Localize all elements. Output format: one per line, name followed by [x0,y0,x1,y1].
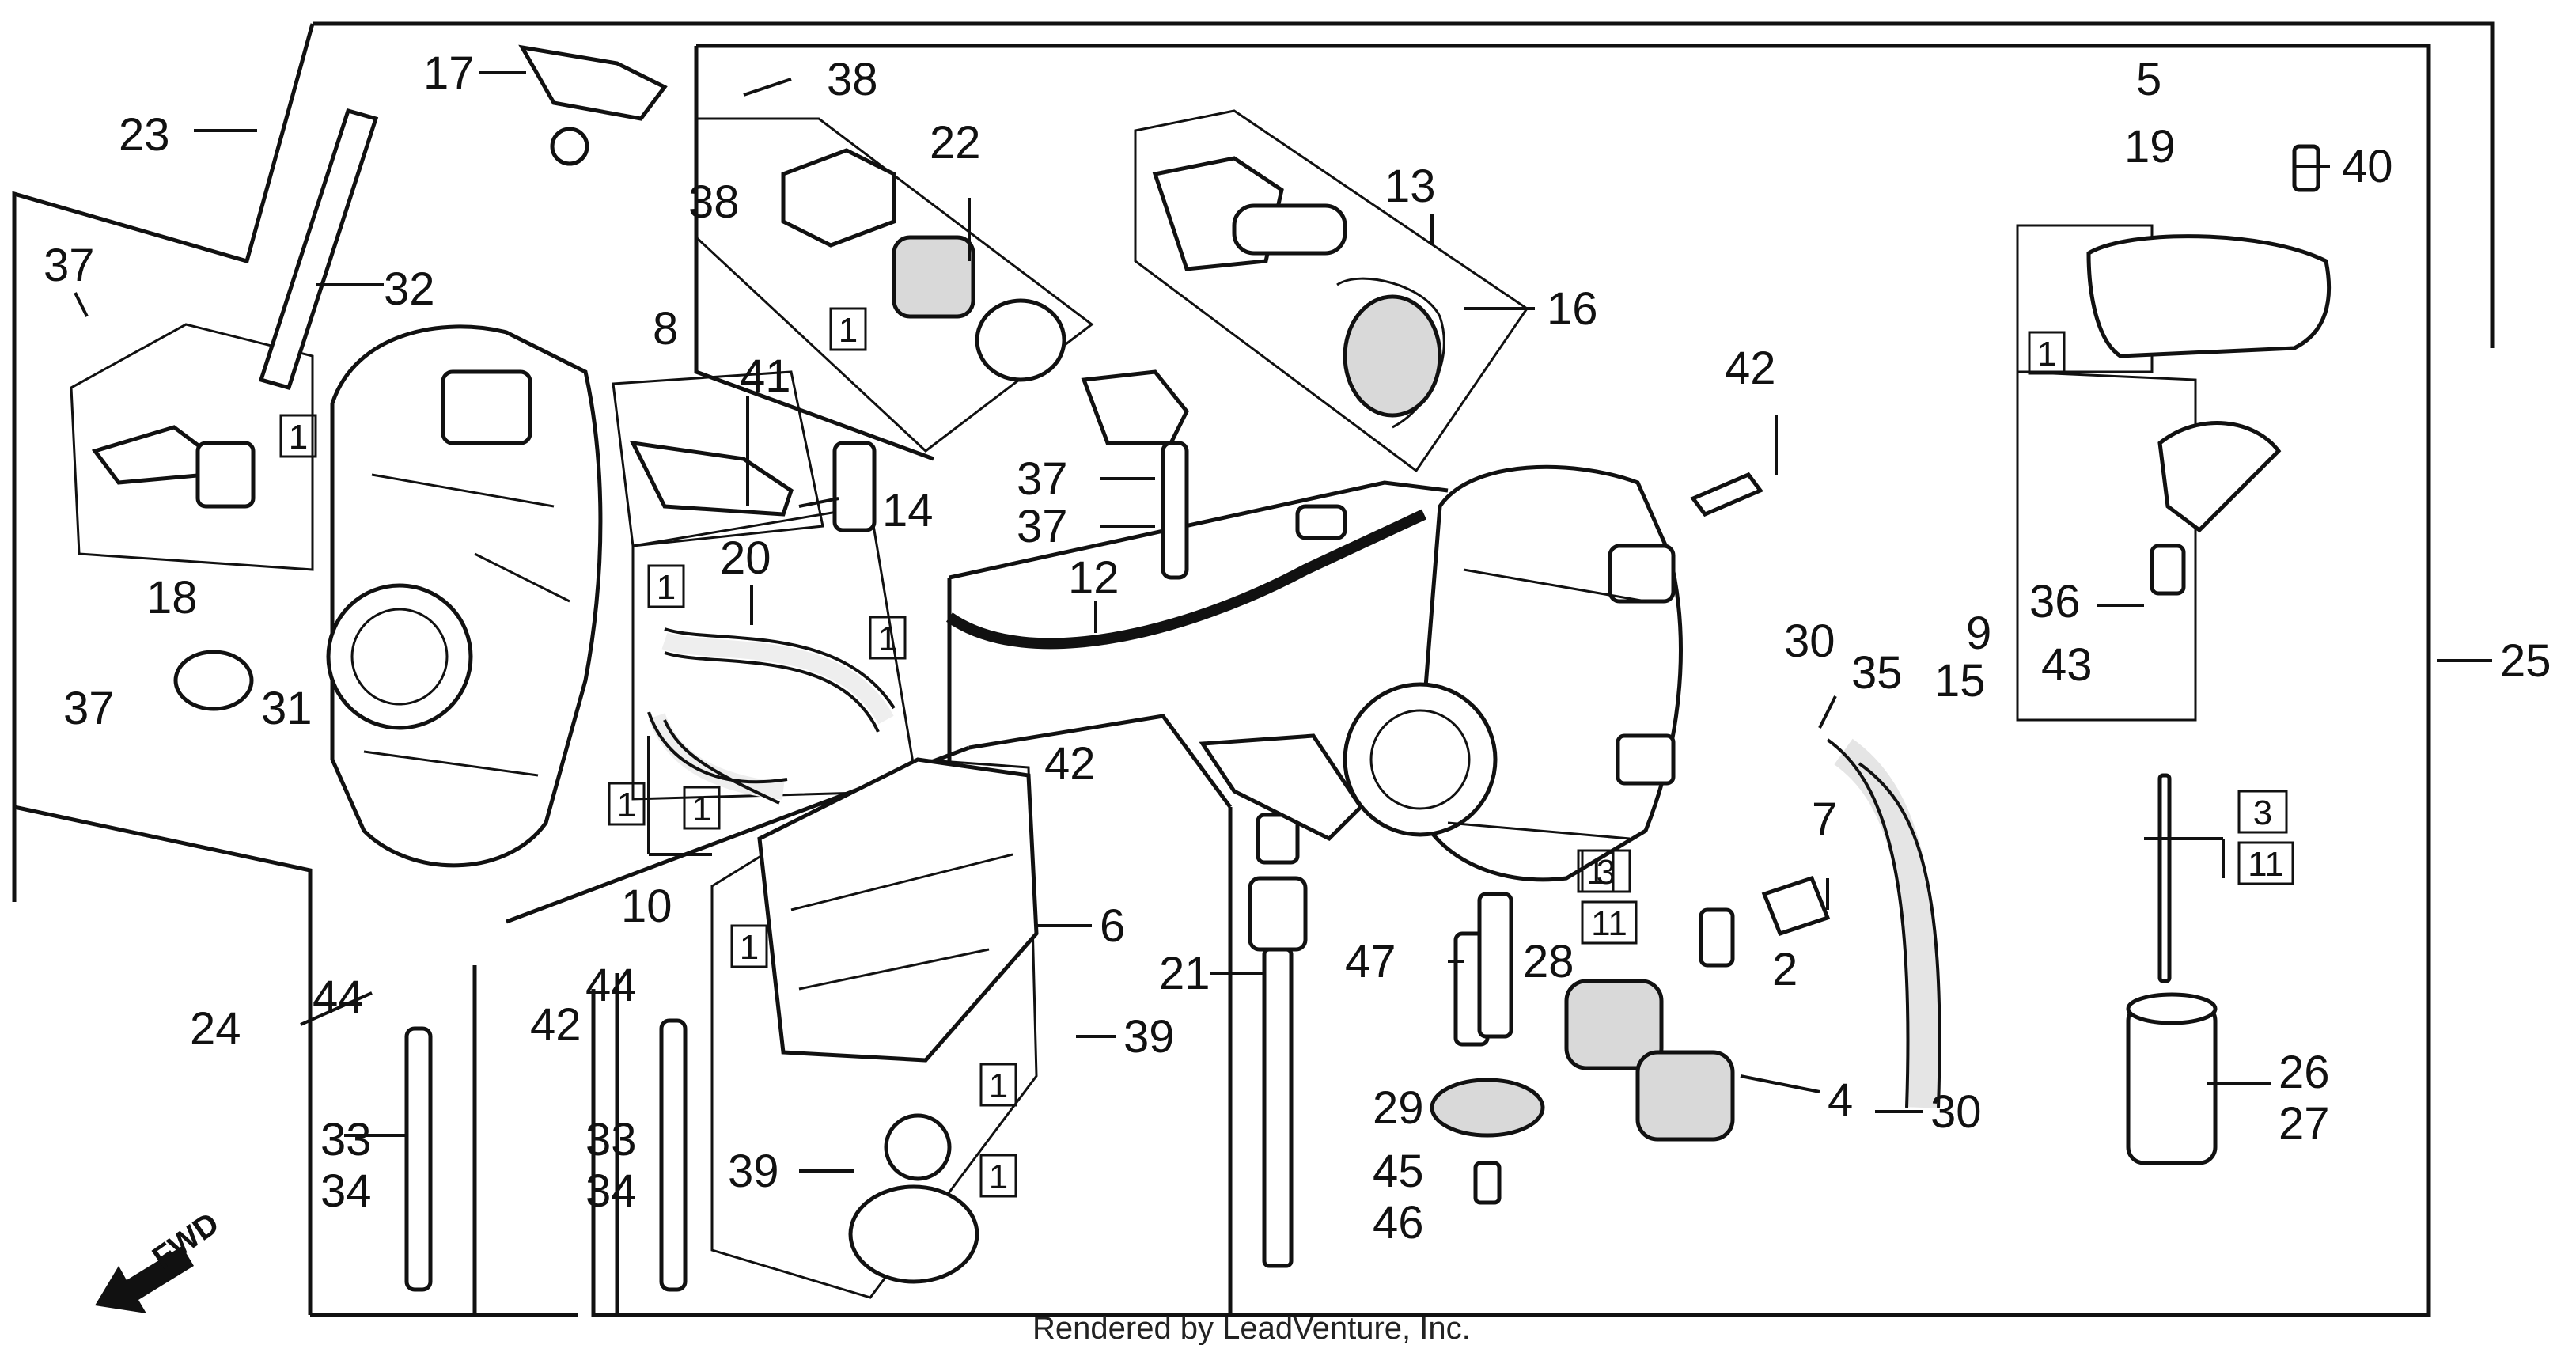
callout-21: 21 [1159,948,1210,999]
kit-box-label: 11 [1591,904,1627,943]
callout-40: 40 [2342,141,2393,192]
callout-25: 25 [2500,635,2551,687]
kit-box-b14: 3 [2237,790,2288,834]
callout-5: 5 [2136,54,2161,105]
kit-box-b3: 1 [647,564,685,608]
callout-28: 28 [1523,936,1574,987]
callout-34: 34 [585,1165,637,1217]
callout-38: 38 [827,54,878,105]
callout-22: 22 [930,117,981,169]
kit-box-label: 1 [740,928,759,967]
kit-box-b9: 1 [979,1154,1017,1198]
callout-38: 38 [688,176,740,228]
kit-box-label: 1 [1586,853,1605,892]
kit-box-label: 1 [692,790,711,828]
kit-box-label: 1 [989,1067,1008,1105]
kit-box-label: 1 [657,568,676,607]
callout-15: 15 [1934,655,1986,707]
callout-10: 10 [621,881,672,932]
callout-46: 46 [1373,1197,1424,1248]
callout-37: 37 [1017,501,1068,552]
callout-45: 45 [1373,1146,1424,1197]
callout-19: 19 [2124,121,2176,172]
kit-box-label: 1 [839,311,858,350]
callout-9: 9 [1966,608,1991,659]
kit-box-b4: 1 [869,616,907,660]
kit-box-b13: 11 [1581,900,1638,945]
callout-39: 39 [1123,1011,1175,1063]
credit-text: Rendered by LeadVenture, Inc. [1032,1311,1471,1345]
kit-box-label: 1 [878,619,897,658]
callout-37: 37 [44,240,95,291]
callout-43: 43 [2041,639,2093,691]
callout-30: 30 [1784,616,1835,667]
kit-box-label: 11 [2248,845,2284,884]
kit-box-b5: 1 [608,782,646,826]
kit-boxes: 1 1 1 1 1 1 1 1 1 1 1 3 11 3 11 [279,307,2294,1198]
forward-arrow-icon [95,1246,194,1313]
callout-37: 37 [63,683,115,734]
callout-39: 39 [728,1146,779,1197]
callout-24: 24 [190,1003,241,1055]
callout-29: 29 [1373,1082,1424,1134]
callout-20: 20 [720,532,771,584]
callout-42: 42 [530,999,581,1051]
callout-44: 44 [313,972,364,1023]
callout-2: 2 [1772,944,1798,995]
kit-box-b6: 1 [683,786,721,830]
callout-17: 17 [423,47,475,99]
callout-4: 4 [1828,1074,1853,1126]
kit-box-label: 1 [289,418,308,457]
leader-lines [74,71,2492,1173]
callout-33: 33 [585,1114,637,1165]
callout-47: 47 [1345,936,1396,987]
callout-44: 44 [585,960,637,1011]
callout-labels: 17 23 32 37 8 41 14 18 20 37 31 10 38 38… [44,47,2551,1248]
kit-box-b2: 1 [279,414,317,458]
callout-8: 8 [653,303,678,354]
callout-33: 33 [320,1114,372,1165]
callout-41: 41 [740,350,791,402]
callout-32: 32 [384,263,435,315]
callout-13: 13 [1385,161,1436,212]
kit-box-label: 1 [617,786,636,824]
kit-box-b10: 1 [2028,331,2066,375]
callout-37: 37 [1017,453,1068,505]
callout-26: 26 [2279,1047,2330,1098]
callout-14: 14 [882,485,934,536]
callout-35: 35 [1851,647,1903,699]
callout-36: 36 [2029,576,2081,627]
callout-12: 12 [1068,552,1119,604]
callout-18: 18 [146,572,198,623]
callout-42: 42 [1725,343,1776,394]
callout-42: 42 [1044,738,1096,790]
part-drawings [91,44,2332,1292]
kit-box-label: 3 [2253,794,2272,832]
callout-23: 23 [119,109,170,161]
kit-box-label: 3 [1597,853,1616,892]
kit-box-b8: 1 [979,1063,1017,1107]
callout-6: 6 [1100,900,1125,952]
callout-16: 16 [1547,283,1598,335]
kit-box-b7: 1 [730,924,768,968]
callout-30: 30 [1930,1086,1982,1138]
kit-box-b12: 3 [1581,849,1631,893]
kit-box-b15: 11 [2237,841,2294,885]
callout-27: 27 [2279,1098,2330,1150]
kit-box-label: 1 [989,1157,1008,1196]
kit-box-b1: 1 [829,307,867,351]
kit-box-label: 1 [2037,335,2056,373]
callout-31: 31 [261,683,313,734]
callout-7: 7 [1812,794,1837,845]
forward-direction-indicator: FWD [95,1206,225,1313]
callout-34: 34 [320,1165,372,1217]
